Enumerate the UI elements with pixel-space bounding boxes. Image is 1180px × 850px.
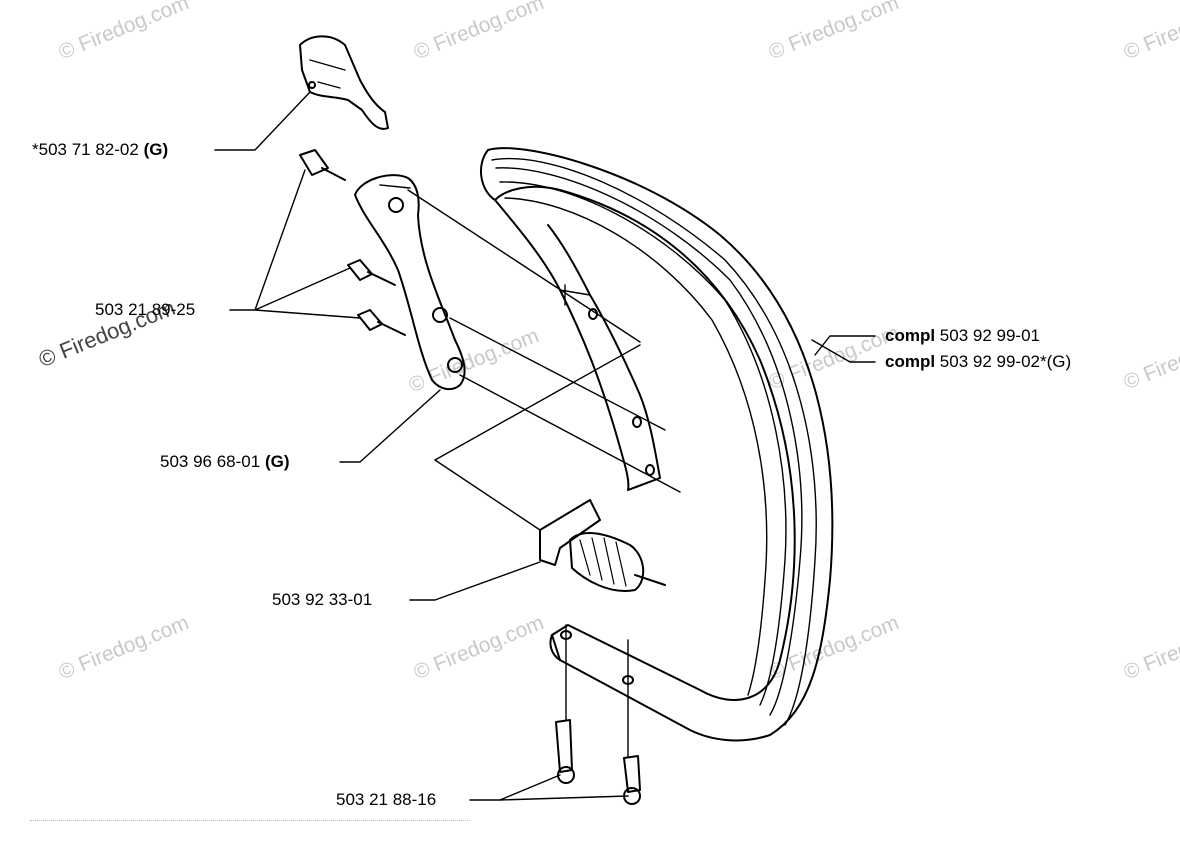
callout-bracket: 503 96 68-01 (G) bbox=[160, 452, 289, 472]
callout-handle-compl-1: compl 503 92 99-01 bbox=[885, 326, 1040, 346]
callout-handle-compl-2-number: 503 92 99-02*(G) bbox=[939, 352, 1072, 371]
callout-handle-compl-1-number: 503 92 99-01 bbox=[939, 326, 1040, 345]
buffer-spring-part bbox=[539, 499, 666, 592]
callout-screw-set-number: 503 21 89-25 bbox=[95, 300, 196, 319]
callout-throttle-trigger: *503 71 82-02 (G) bbox=[32, 140, 168, 160]
bracket-part bbox=[354, 174, 466, 391]
callout-throttle-trigger-number: *503 71 82-02 bbox=[32, 140, 139, 159]
callout-throttle-trigger-suffix: (G) bbox=[143, 140, 169, 159]
callout-bottom-screws: 503 21 88-16 bbox=[336, 790, 436, 810]
callout-handle-compl-1-prefix: compl bbox=[885, 326, 936, 345]
callout-buffer-spring: 503 92 33-01 bbox=[272, 590, 372, 610]
bottom-divider bbox=[30, 820, 470, 821]
front-handle bbox=[479, 147, 834, 742]
callout-buffer-spring-number: 503 92 33-01 bbox=[272, 590, 373, 609]
callout-bottom-screws-number: 503 21 88-16 bbox=[336, 790, 437, 809]
screw-parts bbox=[299, 149, 406, 336]
callout-screw-set: 503 21 89-25 bbox=[95, 300, 195, 320]
leader-lines bbox=[214, 91, 876, 801]
callout-bracket-suffix: (G) bbox=[264, 452, 290, 471]
throttle-trigger-part bbox=[299, 35, 389, 130]
callout-handle-compl-2-prefix: compl bbox=[885, 352, 936, 371]
callout-handle-compl-2: compl 503 92 99-02*(G) bbox=[885, 352, 1071, 372]
callout-bracket-number: 503 96 68-01 bbox=[160, 452, 261, 471]
